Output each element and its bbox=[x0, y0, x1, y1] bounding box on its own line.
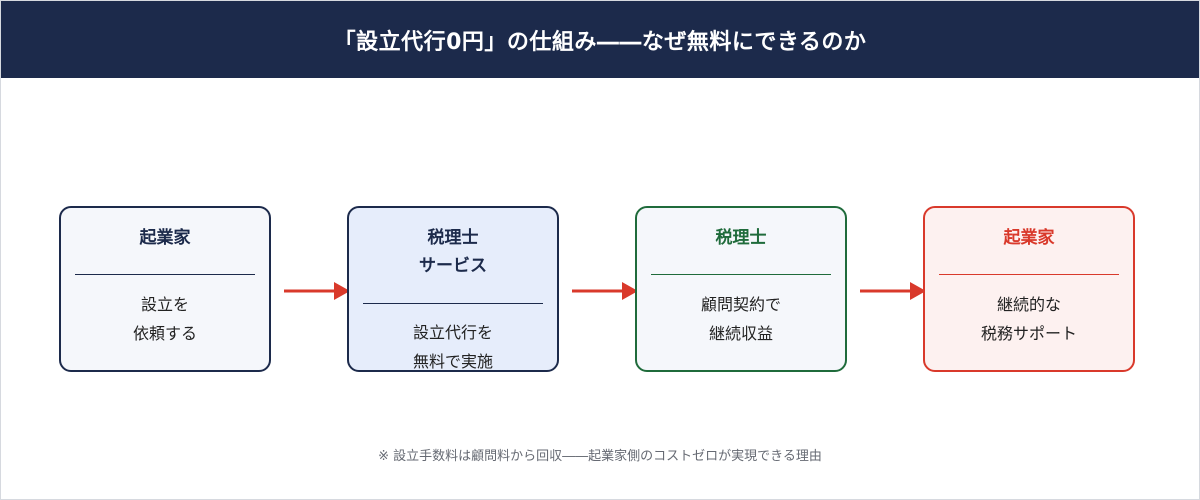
step-box-tax-accountant: 税理士 顧問契約で 継続収益 bbox=[635, 206, 847, 372]
footnote: ※ 設立手数料は顧問料から回収――起業家側のコストゼロが実現できる理由 bbox=[378, 449, 822, 464]
step-box-entrepreneur-request: 起業家 設立を 依頼する bbox=[59, 206, 271, 372]
arrow-right-icon bbox=[572, 282, 638, 300]
step-divider bbox=[651, 274, 831, 275]
step-divider bbox=[75, 274, 255, 275]
step-box-tax-service: 税理士 サービス 設立代行を 無料で実施 bbox=[347, 206, 559, 372]
step-description: 継続的な 税務サポート bbox=[980, 295, 1077, 343]
arrow-right-icon bbox=[284, 282, 350, 300]
arrow-right-icon bbox=[860, 282, 926, 300]
page-title: 「設立代行0円」の仕組み――なぜ無料にできるのか bbox=[333, 29, 867, 55]
header-banner: 「設立代行0円」の仕組み――なぜ無料にできるのか bbox=[1, 1, 1199, 78]
step-description: 顧問契約で 継続収益 bbox=[700, 295, 781, 343]
step-divider bbox=[363, 303, 543, 304]
step-title: 税理士 サービス bbox=[419, 228, 487, 276]
step-title: 起業家 bbox=[1003, 228, 1055, 248]
step-description: 設立代行を 無料で実施 bbox=[412, 323, 493, 371]
step-title: 起業家 bbox=[139, 228, 191, 248]
step-title: 税理士 bbox=[715, 228, 767, 248]
step-divider bbox=[939, 274, 1119, 275]
step-box-entrepreneur-support: 起業家 継続的な 税務サポート bbox=[923, 206, 1135, 372]
step-description: 設立を 依頼する bbox=[132, 295, 197, 343]
